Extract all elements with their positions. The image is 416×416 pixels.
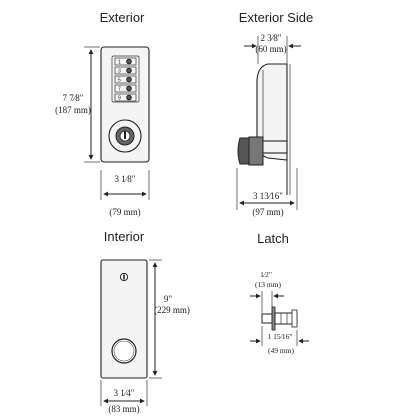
svg-text:7: 7: [118, 87, 121, 93]
exterior-knob: [108, 119, 142, 153]
interior-width-dimension: 3 1⁄4" (83 mm): [100, 380, 148, 414]
latch-length-in: 1 15⁄16": [268, 332, 293, 341]
latch-body: [261, 306, 298, 331]
svg-text:3: 3: [118, 69, 121, 75]
interior-height-dimension: 9" (229 mm): [149, 259, 190, 379]
latch-title: Latch: [257, 231, 289, 246]
exterior-width-in: 3 1⁄8": [115, 174, 136, 184]
exterior-title: Exterior: [100, 10, 145, 25]
exterior-height-in: 7 7⁄8": [63, 93, 84, 103]
interior-width-mm: (83 mm): [108, 404, 139, 414]
svg-text:9: 9: [118, 96, 121, 102]
latch-throw-in: 1⁄2": [260, 270, 272, 279]
side-total-depth-mm: (97 mm): [252, 207, 283, 217]
interior-height-in: 9": [164, 294, 173, 304]
exterior-view: Exterior 1 3 5 7: [55, 10, 150, 217]
keypad-row-4: 7: [114, 84, 137, 93]
latch-throw-mm: (13 mm): [255, 280, 282, 289]
latch-length-dimension: 1 15⁄16" (49 mm): [250, 326, 309, 355]
keypad-row-5: 9: [114, 93, 137, 102]
keypad-row-1: 1: [114, 57, 137, 66]
keypad-row-2: 3: [114, 66, 137, 75]
side-total-depth-in: 3 13⁄16": [253, 191, 283, 201]
side-depth-in: 2 3⁄8": [261, 33, 282, 43]
exterior-height-dimension: 7 7⁄8" (187 mm): [55, 46, 100, 163]
keypad-row-3: 5: [114, 75, 137, 84]
side-depth-dimension: 2 3⁄8" (60 mm): [244, 33, 301, 64]
latch-throw-dimension: 1⁄2" (13 mm): [250, 270, 284, 313]
svg-text:5: 5: [118, 78, 121, 84]
latch-view: Latch 1⁄2" (13 mm) 1 15⁄16" (49 mm): [250, 231, 309, 355]
interior-cylinder: [119, 272, 129, 282]
interior-height-mm: (229 mm): [154, 305, 190, 315]
exterior-height-mm: (187 mm): [55, 105, 91, 115]
side-total-depth-dimension: 3 13⁄16" (97 mm): [236, 168, 298, 217]
keypad: 1 3 5 7 9: [114, 57, 137, 102]
keypad-panel: [111, 55, 140, 103]
exterior-width-mm: (79 mm): [109, 207, 140, 217]
exterior-side-view: Exterior Side 2 3⁄8" (60 mm) 3 13⁄16": [236, 10, 313, 217]
side-knob: [237, 136, 288, 166]
latch-length-mm: (49 mm): [268, 346, 295, 355]
interior-width-in: 3 1⁄4": [114, 388, 135, 398]
interior-knob: [111, 338, 137, 364]
interior-view: Interior 9" (229 mm) 3 1⁄4" (83 mm): [100, 229, 190, 414]
interior-title: Interior: [104, 229, 145, 244]
side-depth-mm: (60 mm): [255, 44, 286, 54]
exterior-width-dimension: 3 1⁄8" (79 mm): [100, 170, 150, 217]
exterior-side-title: Exterior Side: [239, 10, 313, 25]
svg-text:1: 1: [118, 60, 121, 66]
